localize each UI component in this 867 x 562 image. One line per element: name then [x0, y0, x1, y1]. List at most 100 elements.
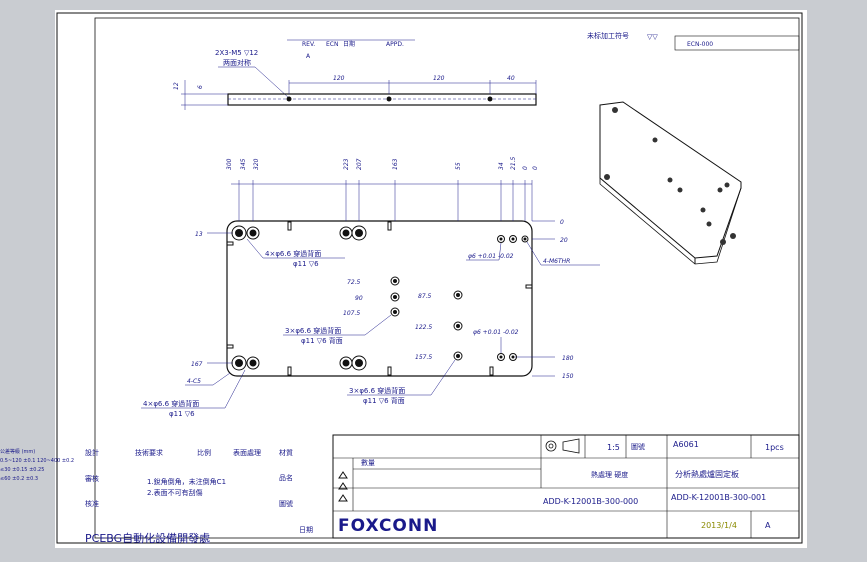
cbore-hole-tl1-inner	[235, 229, 243, 237]
slot-top-2	[387, 221, 392, 231]
cbore-hole-tm2-inner	[355, 229, 363, 237]
title-block: 1:5 圖號 A6061 1pcs 數量 熱處理 硬度 分析熱處爐固定板 ADD…	[332, 434, 800, 539]
iso-hole-11	[730, 233, 736, 239]
name-label: 品名	[279, 473, 293, 482]
pin-hole-4	[509, 353, 517, 361]
right-hole-122	[453, 321, 463, 331]
inner-frame	[94, 17, 800, 539]
mid-hole-90	[390, 292, 400, 302]
scale-value: 1:5	[607, 443, 620, 452]
dim-163: 163	[392, 158, 399, 170]
surface-label: 表面處理	[233, 448, 261, 457]
qty-header: 數量	[361, 458, 375, 467]
note-3x-bot-2: φ11 ▽6 背面	[363, 396, 405, 405]
thread-leader	[526, 241, 542, 266]
dim-90: 90	[355, 295, 363, 302]
note-3x-bot: 3×φ6.6 穿過背面	[349, 386, 405, 395]
foxconn-logo: FOXCONN	[338, 516, 438, 536]
top-dim-2: 120	[433, 75, 445, 82]
slot-bot-2	[387, 366, 392, 376]
pin-hole-3-inner	[499, 355, 503, 359]
sheet-rev: A	[765, 521, 771, 530]
chamfer-note: 4-C5	[187, 378, 201, 385]
note-4x-bot: 4×φ6.6 穿過背面	[143, 399, 199, 408]
dim-right-180: 180	[562, 355, 574, 362]
drawing-canvas: REV. ECN 日期 APPD. A 未标加工符号 ▽▽ ECN-000 2X…	[56, 12, 803, 545]
pin-hole-1	[497, 235, 505, 243]
info-area: 技術要求 比例 表面處理 材質 品名 圖號 日期 1.銳角倒角，未注倒角C1 2…	[85, 448, 313, 545]
plate-outline	[226, 220, 533, 377]
plate-side-profile	[227, 93, 537, 106]
tech-req-2: 2.表面不可有刮傷	[147, 488, 203, 497]
top-view: 2X3-M5 ▽12 两面对称 120 120 40 12 6	[173, 49, 537, 110]
isometric-view	[599, 101, 742, 265]
roughness-symbol: ▽▽	[647, 33, 658, 41]
right-hole-87-inner	[456, 293, 460, 297]
cbore-hole-bm1-inner	[342, 359, 350, 367]
dim-right-150: 150	[562, 373, 574, 380]
pin-hole-1-inner	[499, 237, 503, 241]
right-hole-157-inner	[456, 354, 460, 358]
dim-207: 207	[356, 158, 363, 170]
cbore-hole-tl2	[246, 226, 260, 240]
iso-hole-2	[604, 174, 610, 180]
pin-tol-leader	[498, 242, 502, 261]
slot-right-1	[525, 284, 533, 289]
iso-hole-4	[667, 177, 673, 183]
top-leader	[254, 66, 290, 99]
iso-hole-7	[706, 221, 712, 227]
tolerance-header: 公差等級 (mm)	[0, 449, 36, 455]
thread-hole-1-inner	[523, 237, 527, 241]
ecn-number: ECN-000	[687, 41, 713, 48]
iso-hole-1	[612, 107, 618, 113]
designer-label: 設計	[85, 448, 99, 457]
qty-value: 1pcs	[765, 443, 784, 452]
material-value: A6061	[673, 440, 699, 449]
dim-21-5: 21.5	[510, 156, 517, 170]
approver-label: 核准	[85, 499, 99, 508]
iso-hole-9	[724, 182, 730, 188]
date-label-bottom: 日期	[299, 526, 313, 534]
front-view: 300 345 320 223 207 163 55 34 21.5 0 0 0…	[141, 156, 600, 418]
cbore-hole-bl1-inner	[235, 359, 243, 367]
cbore-hole-bm2-inner	[355, 359, 363, 367]
tech-req-label: 技術要求	[135, 448, 163, 457]
dim-34: 34	[498, 162, 505, 170]
iso-hole-10	[720, 239, 726, 245]
dim-left-13: 13	[195, 231, 203, 238]
mid-hole-72-inner	[393, 279, 397, 283]
dim-right-20: 20	[560, 237, 568, 244]
mid-hole-90-inner	[393, 295, 397, 299]
pin-hole-4-inner	[511, 355, 515, 359]
top-hole-note: 2X3-M5 ▽12	[215, 49, 258, 57]
mid-hole-72	[390, 276, 400, 286]
note-3x-mid-2: φ11 ▽6 背面	[301, 336, 343, 345]
dim-0a: 0	[522, 166, 529, 170]
note-4x-top-2: φ11 ▽6	[293, 260, 319, 268]
dim-107-5: 107.5	[343, 310, 360, 317]
dim-157-5: 157.5	[415, 354, 432, 361]
top-hole-note-2: 两面对称	[223, 58, 251, 67]
side-hole-3	[487, 96, 493, 102]
drawing-no-label: 圖號	[279, 499, 293, 508]
projection-cone-icon	[562, 438, 580, 454]
dept-code: 圖號	[631, 442, 645, 451]
drawing-no-left: ADD-K-12001B-300-000	[543, 497, 638, 506]
thick-dim-6: 6	[197, 85, 204, 89]
outer-frame	[56, 12, 803, 544]
tolerance-row: 0.5~120 ±0.1 120~400 ±0.2	[0, 458, 75, 464]
rev-value: A	[306, 53, 311, 60]
ecn-box	[674, 35, 800, 51]
dim-left-167: 167	[191, 361, 203, 368]
note-3x-bot-leader	[430, 359, 456, 396]
tech-req-1: 1.銳角倒角，未注倒角C1	[147, 477, 226, 486]
dim-300: 300	[226, 158, 233, 170]
drawing-sheet: REV. ECN 日期 APPD. A 未标加工符号 ▽▽ ECN-000 2X…	[55, 10, 807, 548]
iso-hole-6	[700, 207, 706, 213]
mid-hole-107-inner	[393, 310, 397, 314]
cbore-hole-bm2	[351, 355, 367, 371]
cbore-hole-bl2-inner	[249, 359, 257, 367]
cbore-hole-bl1	[231, 355, 247, 371]
part-name: 分析熱處爐固定板	[675, 469, 739, 479]
checker-label: 審核	[85, 474, 99, 483]
